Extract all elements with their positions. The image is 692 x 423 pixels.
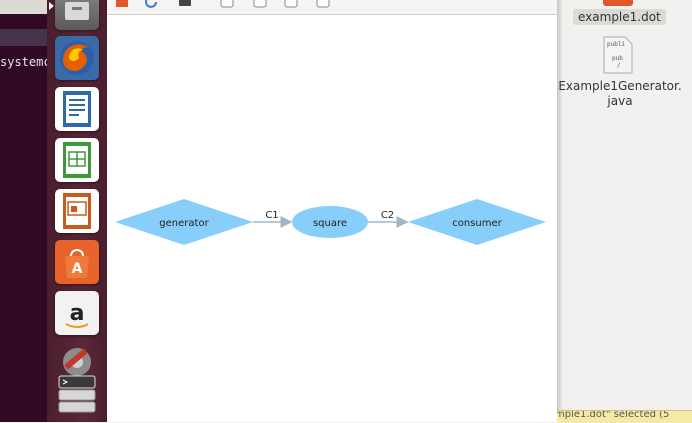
- software-center-icon[interactable]: A: [55, 240, 99, 284]
- writer-icon[interactable]: [55, 87, 99, 131]
- java-file-icon[interactable]: publi pub /: [603, 36, 633, 74]
- running-indicator: [49, 2, 54, 10]
- zoom-in-icon[interactable]: [220, 0, 234, 8]
- firefox-icon[interactable]: [55, 36, 99, 80]
- unity-launcher: A a: [47, 0, 107, 422]
- terminal-tab-strip: [0, 29, 50, 46]
- java-file-label[interactable]: Example1Generator.java: [558, 79, 682, 108]
- java-thumb-line-2: pub: [612, 55, 623, 62]
- graph-canvas[interactable]: C1 C2 generator square consumer: [107, 15, 557, 422]
- graph-node-label: generator: [159, 218, 209, 229]
- svg-text:a: a: [70, 301, 85, 326]
- selected-file-label[interactable]: example1.dot: [573, 9, 666, 25]
- status-bar: mple1.dot" selected (5: [557, 410, 692, 423]
- graph-edge-label: C1: [265, 210, 278, 221]
- terminal-titlebar: [0, 0, 50, 14]
- terminal-output: systemc: [0, 55, 50, 69]
- java-thumb-line-1: publi: [607, 41, 625, 48]
- file-manager[interactable]: example1.dot publi pub / Example1Generat…: [557, 0, 692, 423]
- viewer-toolbar: [107, 0, 557, 15]
- graph-edge-label: C2: [381, 210, 394, 221]
- graph-node-label: square: [313, 218, 347, 229]
- amazon-icon[interactable]: a: [55, 291, 99, 335]
- zoom-fit-icon[interactable]: [284, 0, 298, 8]
- system-settings-icon[interactable]: [55, 340, 99, 384]
- java-thumb-line-3: /: [617, 62, 621, 69]
- files-icon[interactable]: [55, 0, 99, 30]
- zoom-100-icon[interactable]: [316, 0, 330, 8]
- status-text: mple1.dot" selected (5: [557, 410, 670, 420]
- graph-drawing: C1 C2 generator square consumer: [115, 199, 546, 245]
- print-icon[interactable]: [178, 0, 192, 8]
- impress-icon[interactable]: [55, 189, 99, 233]
- graph-node-label: consumer: [452, 218, 502, 229]
- terminal-stack-icon[interactable]: [55, 372, 99, 416]
- graph-node-square[interactable]: [292, 206, 368, 238]
- graph-viewer-window[interactable]: C1 C2 generator square consumer: [107, 0, 557, 422]
- graph-node-consumer[interactable]: [408, 199, 546, 245]
- window-shadow: [557, 0, 563, 422]
- svg-text:A: A: [72, 261, 83, 277]
- reload-icon[interactable]: [145, 0, 159, 8]
- dot-file-icon[interactable]: [603, 0, 633, 6]
- graph-node-generator[interactable]: [115, 199, 253, 245]
- zoom-out-icon[interactable]: [253, 0, 267, 8]
- calc-icon[interactable]: [55, 138, 99, 182]
- open-file-icon[interactable]: [115, 0, 129, 8]
- terminal-window[interactable]: systemc: [0, 0, 50, 422]
